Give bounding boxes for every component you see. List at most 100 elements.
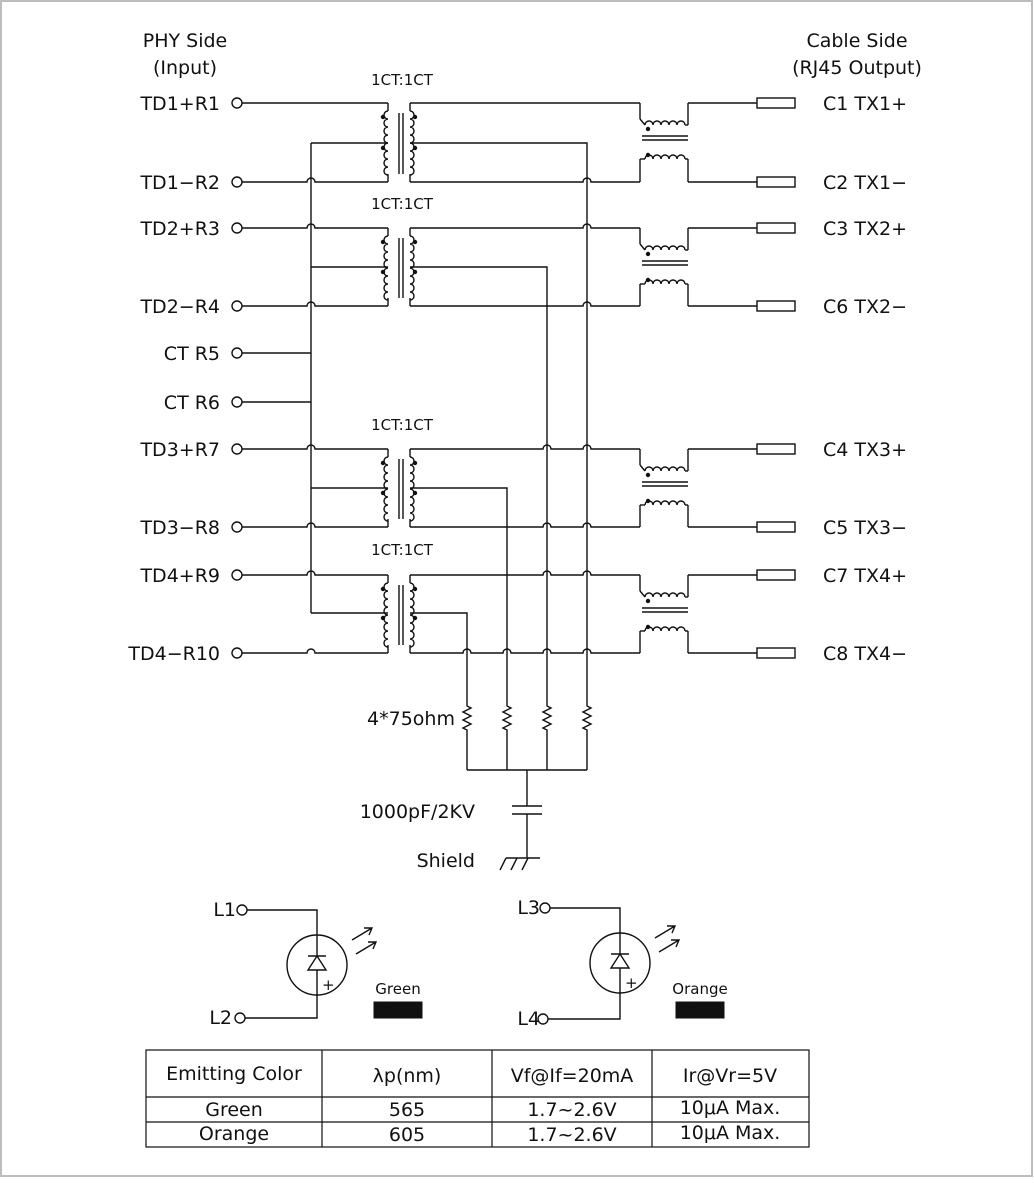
polarity-dot: [645, 598, 651, 604]
transformer-ratio-3: 1CT:1CT: [371, 416, 434, 434]
signal-wire: [410, 522, 640, 528]
table-border: [145, 1049, 810, 1148]
input-pin: [231, 396, 243, 408]
led1-top-pin-label: L1: [213, 899, 236, 921]
pin-label-td3n: TD3−R8: [139, 517, 220, 539]
input-pin: [231, 647, 243, 659]
color-swatch-mark: [677, 1003, 723, 1017]
capacitor-label: 1000pF/2KV: [360, 801, 475, 823]
choke-coil: [644, 120, 686, 126]
polarity-dot: [645, 152, 651, 158]
input-pin: [231, 176, 243, 188]
pin-label-td2n: TD2−R4: [139, 296, 220, 318]
led-pin: [234, 1012, 246, 1024]
signal-wire: [410, 570, 640, 576]
signal-wire: [410, 648, 640, 654]
polarity-dot: [412, 490, 418, 496]
led-diode: [609, 952, 631, 969]
secondary-coil: [409, 582, 415, 648]
polarity-dot: [412, 586, 418, 592]
polarity-dot: [412, 114, 418, 120]
signal-wire: [242, 444, 388, 450]
secondary-ct-wire: [410, 487, 508, 700]
rj45-contact: [756, 443, 796, 455]
rj45-contact: [756, 647, 796, 659]
phy-input-label: (Input): [153, 57, 217, 79]
choke-wire: [639, 243, 646, 251]
choke-coil: [644, 466, 686, 472]
rj45-contact: [756, 300, 796, 312]
pin-label-c7: C7 TX4+: [823, 565, 907, 587]
polarity-dot: [380, 460, 386, 466]
chassis-ground: [510, 857, 518, 871]
signal-wire: [410, 301, 640, 307]
primary-coil: [383, 235, 389, 301]
table-cell: 10μA Max.: [680, 1097, 781, 1119]
choke-coil: [644, 245, 686, 251]
led-1: L1 L2 Green: [209, 899, 420, 1029]
signal-wire: [242, 570, 388, 576]
signal-wire: [242, 648, 388, 654]
table-cell: Orange: [199, 1123, 269, 1145]
choke-coil: [644, 279, 686, 285]
led2-top-pin-label: L3: [517, 897, 540, 919]
table-header-ir: Ir@Vr=5V: [683, 1065, 777, 1087]
polarity-dot: [645, 251, 651, 257]
polarity-dot: [380, 114, 386, 120]
choke-wire: [639, 118, 646, 126]
pin-label-ct6: CT R6: [164, 392, 220, 414]
input-pin: [231, 521, 243, 533]
chassis-ground: [499, 857, 507, 871]
signal-wire: [410, 444, 640, 450]
table-cell: 565: [389, 1099, 425, 1121]
secondary-ct-wire: [410, 142, 588, 700]
chassis-ground: [521, 857, 529, 871]
right-pin-labels: C1 TX1+ C2 TX1− C3 TX2+ C6 TX2− C4 TX3+ …: [823, 93, 907, 665]
pin-label-c5: C5 TX3−: [823, 517, 907, 539]
polarity-dot: [380, 239, 386, 245]
signal-wire: [242, 177, 388, 183]
choke-coil: [644, 626, 686, 632]
rj45-contact: [756, 569, 796, 581]
transformer-ratio-2: 1CT:1CT: [371, 195, 434, 213]
primary-coil: [383, 582, 389, 648]
input-pin: [231, 443, 243, 455]
input-pin: [231, 97, 243, 109]
led-light-arrow: [654, 925, 677, 939]
table-header-wavelength: λp(nm): [373, 1065, 442, 1087]
resistor: [461, 700, 473, 736]
polarity-dot: [380, 269, 386, 275]
signal-wire: [242, 522, 388, 528]
table-header-color: Emitting Color: [166, 1063, 302, 1085]
signal-wire: [410, 177, 640, 183]
color-swatch-mark: [375, 1003, 421, 1017]
led-light-arrow: [355, 941, 378, 955]
resistor: [541, 700, 553, 736]
phy-side-label: PHY Side: [143, 30, 227, 52]
led-spec-table: Emitting Color λp(nm) Vf@If=20mA Ir@Vr=5…: [145, 1049, 810, 1148]
led-2: L3 L4 Orange: [517, 897, 727, 1030]
led-light-arrow: [658, 939, 681, 953]
pin-label-td4p: TD4+R9: [139, 565, 220, 587]
left-pin-labels: TD1+R1 TD1−R2 TD2+R3 TD2−R4 CT R5 CT R6 …: [127, 93, 220, 665]
choke-coil: [644, 500, 686, 506]
choke-wire: [639, 464, 646, 472]
rj45-contact: [756, 176, 796, 188]
polarity-dot: [645, 498, 651, 504]
resistor: [501, 700, 513, 736]
input-pin: [231, 347, 243, 359]
pin-label-td1n: TD1−R2: [139, 172, 220, 194]
led-pin: [539, 902, 551, 914]
polarity-dot: [645, 624, 651, 630]
pin-label-c8: C8 TX4−: [823, 643, 907, 665]
shield-label: Shield: [417, 850, 475, 872]
led1-color-label: Green: [375, 980, 420, 998]
led-wire: [245, 970, 318, 1019]
polarity-dot: [412, 615, 418, 621]
choke-wire: [639, 590, 646, 598]
led-wire: [550, 907, 621, 948]
input-pin: [231, 569, 243, 581]
signal-wire: [410, 223, 640, 229]
